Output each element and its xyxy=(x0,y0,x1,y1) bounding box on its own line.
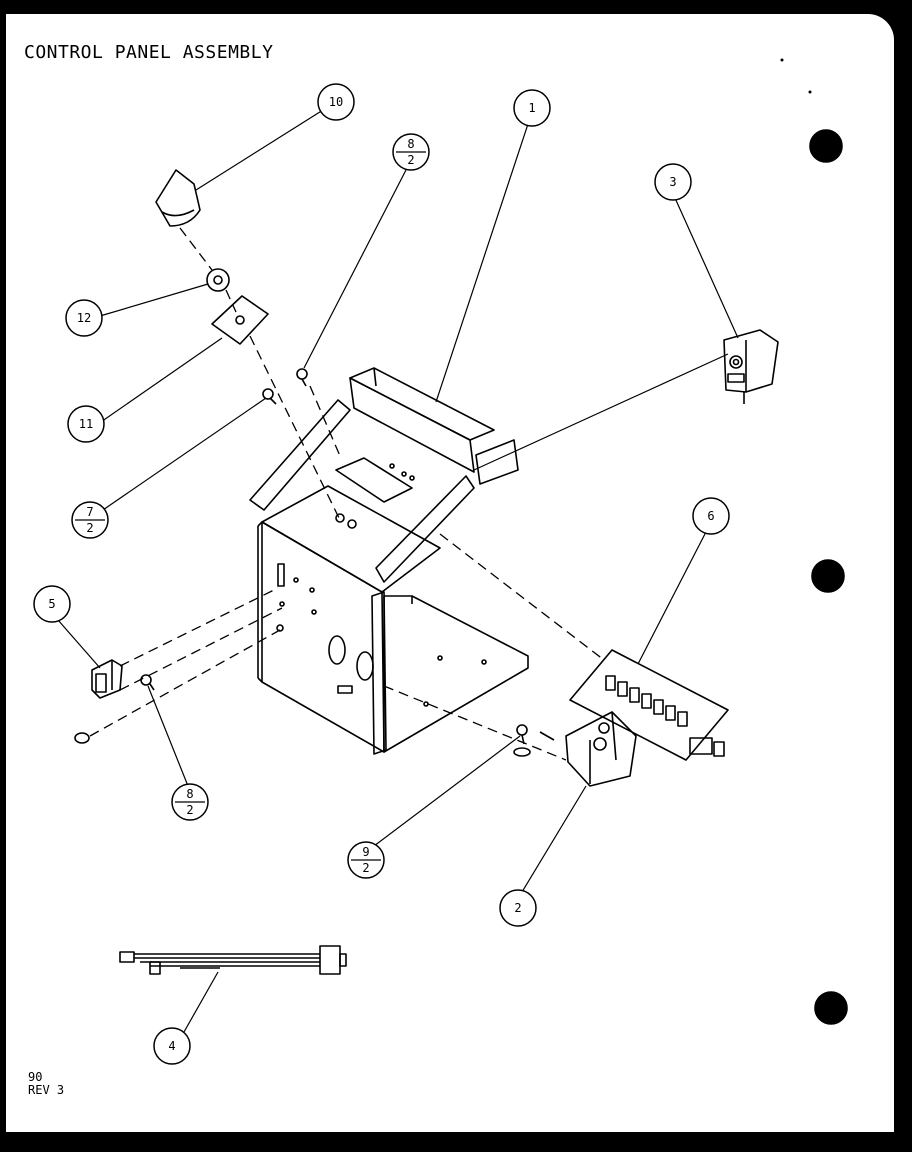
binder-hole-middle xyxy=(811,559,845,593)
callout-7-2: 7 2 xyxy=(71,501,109,539)
callout-label: 12 xyxy=(77,311,91,325)
assembly-lines xyxy=(89,227,605,761)
callout-numerator: 8 xyxy=(186,787,193,801)
callout-numerator: 7 xyxy=(86,505,93,519)
binder-hole-bottom xyxy=(814,991,848,1025)
callout-label: 11 xyxy=(79,417,93,431)
callout-denominator: 2 xyxy=(362,861,369,875)
callout-8-2-bottom: 8 2 xyxy=(171,783,209,821)
rocker-switch-part xyxy=(74,659,123,744)
callout-3: 3 xyxy=(654,163,692,201)
callout-numerator: 8 xyxy=(407,137,414,151)
screw-parts xyxy=(140,368,531,757)
callout-label: 10 xyxy=(329,95,343,109)
binder-hole-top xyxy=(809,129,843,163)
callout-label: 4 xyxy=(168,1039,175,1053)
callout-11: 11 xyxy=(67,405,105,443)
callout-denominator: 2 xyxy=(186,803,193,817)
callout-10: 10 xyxy=(317,83,355,121)
callout-5: 5 xyxy=(33,585,71,623)
revision-number: REV 3 xyxy=(28,1083,65,1097)
drawing-sheet xyxy=(6,14,894,1132)
callout-1: 1 xyxy=(513,89,551,127)
thermostat-part xyxy=(539,711,637,787)
revision-note: 90 REV 3 xyxy=(28,1071,64,1097)
callout-4: 4 xyxy=(153,1027,191,1065)
callout-8-2-top: 8 2 xyxy=(392,133,430,171)
callout-numerator: 9 xyxy=(362,845,369,859)
callout-2: 2 xyxy=(499,889,537,927)
relay-part xyxy=(723,329,779,404)
callout-label: 2 xyxy=(514,901,521,915)
knob-part xyxy=(155,169,201,227)
callout-12: 12 xyxy=(65,299,103,337)
revision-year: 90 xyxy=(28,1070,43,1084)
control-panel-housing xyxy=(249,367,529,755)
callout-label: 3 xyxy=(669,175,676,189)
callout-label: 5 xyxy=(48,597,55,611)
switch-board-part xyxy=(569,649,729,761)
callout-denominator: 2 xyxy=(407,153,414,167)
leader-lines xyxy=(57,109,739,1033)
callout-denominator: 2 xyxy=(86,521,93,535)
callout-9-2: 9 2 xyxy=(347,841,385,879)
callout-label: 6 xyxy=(707,509,714,523)
ring-part xyxy=(206,268,230,292)
callout-6: 6 xyxy=(692,497,730,535)
plate-part xyxy=(211,295,269,345)
callout-label: 1 xyxy=(528,101,535,115)
diagram-title: CONTROL PANEL ASSEMBLY xyxy=(24,42,274,63)
wire-harness-part xyxy=(119,945,347,975)
